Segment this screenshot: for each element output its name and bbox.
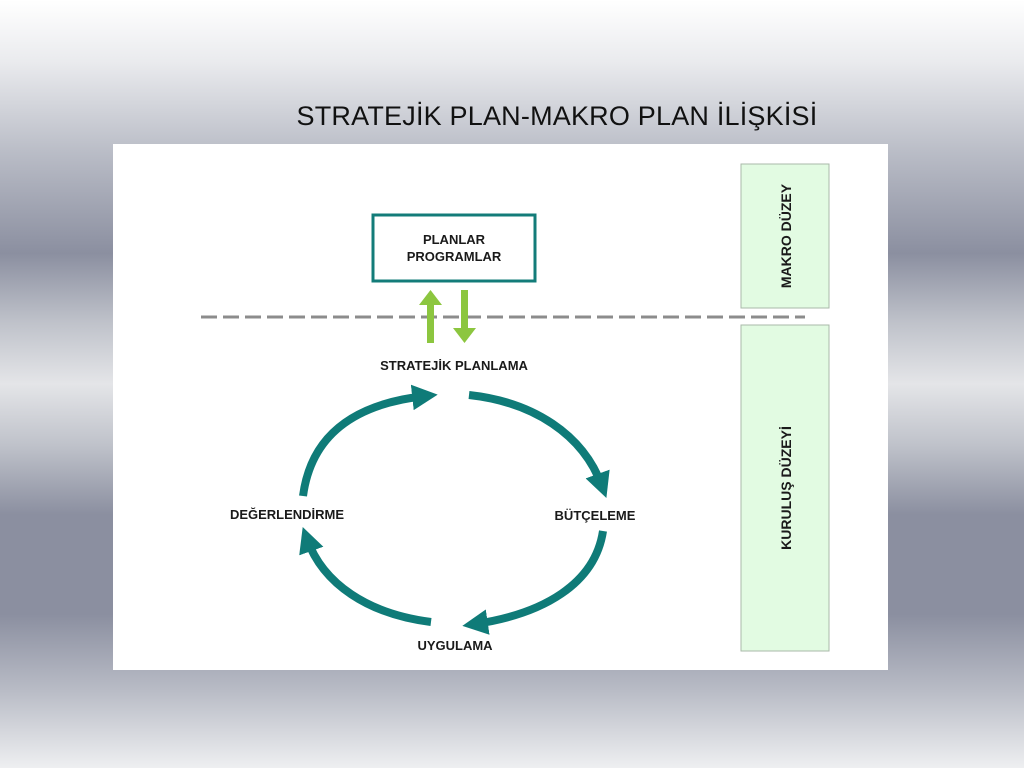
implementation-label: UYGULAMA xyxy=(417,638,493,653)
institution-level-bar xyxy=(740,324,830,652)
budgeting-label: BÜTÇELEME xyxy=(555,508,636,523)
cycle-arrow-budgeting-to-implementation-icon xyxy=(462,530,607,635)
up-arrow-icon xyxy=(419,290,442,343)
diagram-canvas: MAKRO DÜZEY KURULUŞ DÜZEYİ PLANLAR PROGR… xyxy=(201,163,830,653)
plans-label: PLANLAR xyxy=(423,232,486,247)
evaluation-label: DEĞERLENDİRME xyxy=(230,507,344,522)
strategic-planning-label: STRATEJİK PLANLAMA xyxy=(380,358,528,373)
institution-level-label: KURULUŞ DÜZEYİ xyxy=(778,426,794,550)
slide-title: STRATEJİK PLAN-MAKRO PLAN İLİŞKİSİ xyxy=(296,101,818,131)
macro-level-bar xyxy=(740,163,830,309)
diagram-panel: MAKRO DÜZEY KURULUŞ DÜZEYİ PLANLAR PROGR… xyxy=(113,144,888,670)
cycle-arrow-implementation-to-evaluation-icon xyxy=(299,526,432,626)
macro-level-label: MAKRO DÜZEY xyxy=(778,183,794,288)
plans-programs-box xyxy=(371,213,537,283)
cycle-arrow-evaluation-to-planning-icon xyxy=(299,384,438,497)
cycle-arrow-planning-to-budgeting-icon xyxy=(468,391,610,499)
down-arrow-icon xyxy=(453,290,476,343)
programs-label: PROGRAMLAR xyxy=(407,249,502,264)
